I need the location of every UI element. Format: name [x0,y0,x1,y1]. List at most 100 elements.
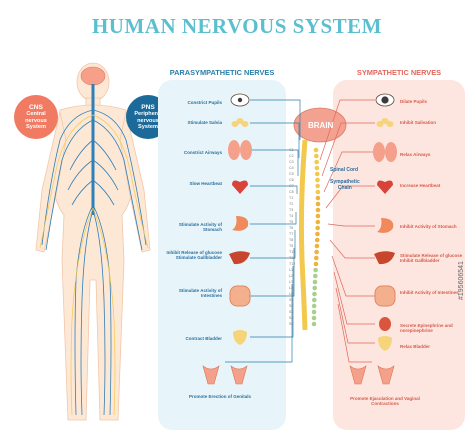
parasympathetic-label: Inhibit Release of glucose Stimulate Gal… [166,250,222,261]
brain-label: BRAIN [308,121,334,130]
parasympathetic-label: Stimulate Salvia [187,120,222,125]
segment-label: C2 [289,154,294,158]
intestines-icon [229,285,251,307]
chain-ganglion [314,153,319,159]
segment-label: S5 [289,322,294,326]
watermark-id: #195606541 [458,261,465,300]
chain-ganglion [313,255,319,261]
chain-label-line2: Chain [337,184,352,191]
sympathetic-label: Increase Heartbeat [400,183,441,188]
parasympathetic-connector [250,99,301,140]
parasympathetic-label: Slow Heartbeat [189,181,222,186]
parasympathetic-panel [158,80,286,430]
segment-label: T1 [289,196,294,200]
salivary-icon [231,118,249,127]
segment-label: L4 [289,286,293,290]
cns-line1: Central [26,111,46,118]
sympathetic-label: Relax Airways [400,152,431,157]
sympathetic-label: Inhibit Salivation [400,120,437,125]
page-title: HUMAN NERVOUS SYSTEM [91,14,383,38]
sympathetic-connector [329,239,375,259]
segment-label: S4 [289,316,294,320]
segment-label: C3 [289,160,294,164]
bladder-icon [233,330,247,345]
sympathetic-connector [333,271,375,325]
parasympathetic-label: Stimulate Activity of Stomach [178,222,222,233]
chain-ganglion [311,321,317,327]
connectors [225,99,375,363]
salivary-icon [376,118,394,127]
chain-ganglion [315,189,321,195]
sympathetic-label: Inhibit Activity of Intestines [400,290,459,295]
parasympathetic-connector [250,230,296,259]
bladder-icon [378,336,392,351]
sympathetic-connector [321,122,375,177]
pns-line2: nervous [137,117,159,124]
liver-icon [374,251,395,265]
brain-icon [293,107,347,143]
segment-label: T3 [289,208,294,212]
parasympathetic-label: Stimulate Activity of Intestines [178,288,222,299]
segment-label: T4 [289,214,294,218]
parasympathetic-label: Constrict Pupils [187,100,222,105]
segment-label: L3 [289,280,293,284]
liver-icon [229,251,250,265]
chain-ganglion [313,267,318,273]
eye-icon [375,93,395,107]
cns-bubble: CNS Central nervous System [14,95,58,139]
sympathetic-header: SYMPATHETIC NERVES [356,68,442,77]
chain-ganglion [315,177,320,183]
segment-label: C6 [289,178,294,182]
sympathetic-label: Promote Ejaculation and Vaginal Contract… [350,396,420,407]
sympathetic-connector [327,223,375,227]
genitals-icon [202,365,248,385]
sympathetic-label: Dilate Pupils [400,99,428,104]
stomach-icon [232,216,249,231]
heart-icon [377,180,393,194]
sympathetic-connector [325,185,375,209]
parasympathetic-connector [250,185,298,194]
chain-ganglion [315,219,321,225]
chain-ganglion [314,159,319,165]
adrenal-icon [379,317,391,331]
chain-ganglion [315,207,321,213]
cns-line2: nervous [25,117,47,124]
chain-ganglion [313,261,319,267]
chain-label-line1: Sympathetic [330,179,360,185]
chain-ganglion [315,195,321,201]
parasympathetic-label: Constrict Airways [183,150,222,155]
spinal-cord-label: Spinal Cord [330,167,359,173]
pns-abbr: PNS [141,104,155,112]
chain-ganglion [315,225,320,231]
segment-label: C8 [289,190,294,194]
parasympathetic-header: PARASYMPATHETIC NERVES [169,68,275,77]
segment-label: S3 [289,310,294,314]
chain-ganglion [315,183,320,189]
chain-ganglion [311,309,317,315]
lungs-icon [373,142,397,162]
segment-label: C5 [289,172,294,176]
segment-label: T5 [289,220,294,224]
sympathetic-chain-label: Sympathetic Chain [330,179,360,191]
sympathetic-connector [337,303,372,363]
chain-ganglion [311,297,317,303]
chain-ganglion [312,279,318,285]
chain-ganglion [314,243,320,249]
chain-ganglion [315,201,321,207]
parasympathetic-connector [250,149,299,176]
segment-label: T11 [289,256,295,260]
chain-ganglion [314,165,320,171]
segment-label: T2 [289,202,294,206]
chain-ganglion [312,273,318,279]
cns-abbr: CNS [29,104,43,112]
organs [202,93,397,385]
sympathetic-label: Stimulate Release of glucose Inhibit Gal… [400,253,463,264]
segment-label: T12 [289,262,296,266]
segment-label: S2 [289,304,294,308]
sympathetic-label: Relax Bladder [400,344,431,349]
pns-line3: System [138,123,158,130]
chain-ganglion [315,231,320,237]
stomach-icon [377,218,394,233]
chain-ganglion [314,249,319,255]
segment-label: T8 [289,238,294,242]
